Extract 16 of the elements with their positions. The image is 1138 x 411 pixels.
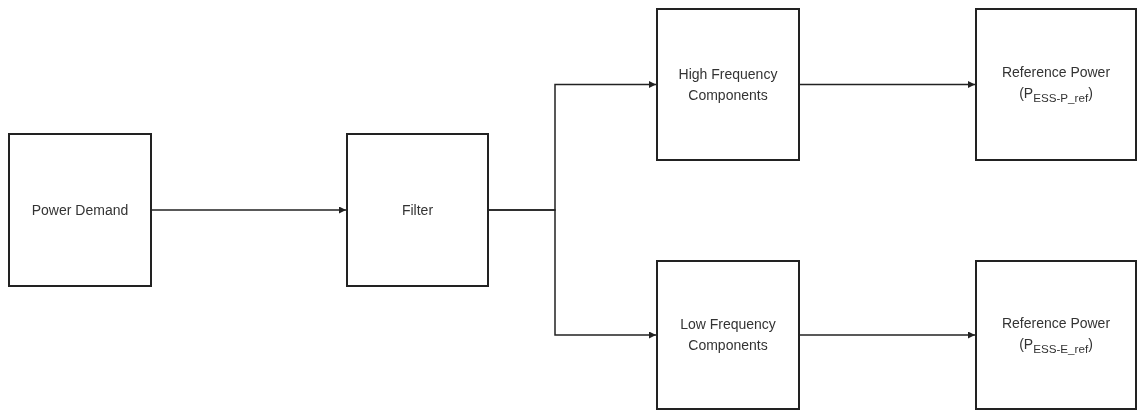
arrow: [799, 81, 976, 88]
process-box: [656, 260, 800, 410]
box-label: Low Frequency Components: [679, 315, 777, 355]
box-label: High Frequency Components: [677, 64, 779, 105]
process-box: [975, 260, 1137, 410]
box-label: Reference Power (P$_{ESS-P_ref}$): [1000, 63, 1112, 107]
arrow: [488, 209, 657, 339]
box-label: Filter: [401, 200, 434, 220]
arrow: [151, 206, 347, 214]
process-box: [975, 8, 1137, 161]
process-box: [656, 8, 800, 161]
box-label: Power Demand: [31, 200, 129, 220]
process-box: [346, 133, 489, 287]
process-box: [8, 133, 152, 287]
box-label: Reference Power (P$_{ESS-E_ref}$): [1000, 313, 1112, 357]
arrow: [799, 331, 976, 339]
